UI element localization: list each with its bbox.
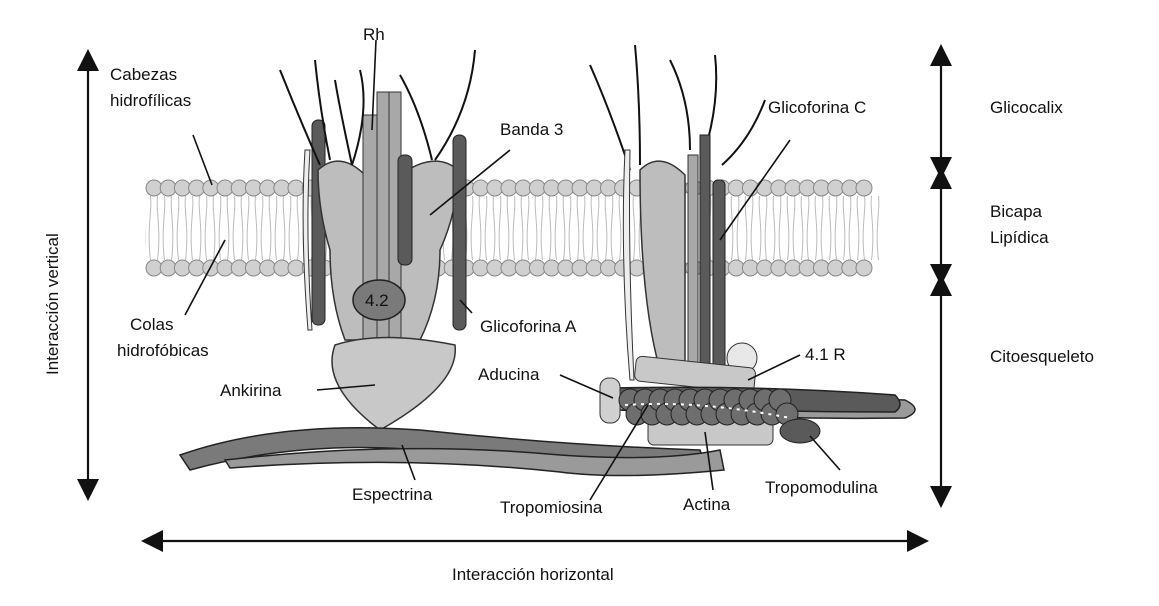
lipid-head <box>173 179 191 197</box>
lipid-head <box>784 259 802 277</box>
lipid-head <box>599 179 617 197</box>
label-citoesqueleto: Citoesqueleto <box>990 347 1094 366</box>
lipid-head <box>159 259 177 277</box>
lipid-head <box>514 179 532 197</box>
label-banda3: Banda 3 <box>500 120 563 139</box>
lipid-head <box>727 259 745 277</box>
lipid-head <box>486 259 504 277</box>
label-interaccion-vertical: Interacción vertical <box>43 233 62 375</box>
label-glicoforina-a: Glicoforina A <box>480 317 577 336</box>
lipid-head <box>812 259 830 277</box>
label-tropomiosina: Tropomiosina <box>500 498 603 517</box>
label-4-1r: 4.1 R <box>805 345 846 364</box>
lipid-head <box>244 179 262 197</box>
lipid-head <box>259 179 277 197</box>
lipid-head <box>841 179 859 197</box>
lipid-head <box>528 259 546 277</box>
label-espectrina: Espectrina <box>352 485 433 504</box>
label-aducina: Aducina <box>478 365 540 384</box>
lipid-head <box>500 259 518 277</box>
lipid-head <box>784 179 802 197</box>
lipid-head <box>756 259 774 277</box>
lipid-head <box>528 179 546 197</box>
lipid-head <box>599 259 617 277</box>
lipid-head <box>230 259 248 277</box>
lipid-head <box>585 179 603 197</box>
lipid-head <box>543 179 561 197</box>
lipid-head <box>827 179 845 197</box>
label-hidrofobicas: hidrofóbicas <box>117 341 209 360</box>
lipid-head <box>770 259 788 277</box>
lipid-head <box>188 259 206 277</box>
lipid-head <box>230 179 248 197</box>
lipid-head <box>841 259 859 277</box>
lipid-head <box>557 259 575 277</box>
tropomyosin <box>624 402 791 419</box>
lipid-head <box>472 179 490 197</box>
label-ankirina: Ankirina <box>220 381 282 400</box>
label-glicoforina-c: Glicoforina C <box>768 98 866 117</box>
lipid-head <box>514 259 532 277</box>
lipid-head <box>159 179 177 197</box>
lipid-head <box>557 179 575 197</box>
lipid-head <box>472 259 490 277</box>
label-colas: Colas <box>130 315 173 334</box>
lipid-head <box>798 259 816 277</box>
lipid-head <box>273 179 291 197</box>
label-cabezas: Cabezas <box>110 65 177 84</box>
label-hidrofilicas: hidrofílicas <box>110 91 191 110</box>
lipid-head <box>287 259 305 277</box>
lipid-head <box>173 259 191 277</box>
lipid-head <box>287 179 305 197</box>
lipid-head <box>216 259 234 277</box>
label-4-2: 4.2 <box>365 291 389 310</box>
lipid-bilayer <box>145 179 880 277</box>
lipid-head <box>145 179 163 197</box>
lipid-head <box>756 179 774 197</box>
spectrin <box>178 377 916 477</box>
lipid-head <box>543 259 561 277</box>
label-bicapa: Bicapa <box>990 202 1043 221</box>
lipid-head <box>585 259 603 277</box>
lipid-head <box>259 259 277 277</box>
leader-lines <box>184 39 841 501</box>
lipid-head <box>500 179 518 197</box>
lipid-head <box>216 179 234 197</box>
glycocalyx-chains <box>279 44 766 171</box>
label-tropomodulina: Tropomodulina <box>765 478 878 497</box>
lipid-head <box>571 259 589 277</box>
lipid-head <box>855 179 873 197</box>
lipid-head <box>855 259 873 277</box>
lipid-head <box>827 259 845 277</box>
lipid-head <box>770 179 788 197</box>
lipid-head <box>741 259 759 277</box>
lipid-head <box>188 179 206 197</box>
lipid-head <box>145 259 163 277</box>
lipid-head <box>727 179 745 197</box>
lipid-head <box>812 179 830 197</box>
actin-filament <box>618 388 799 426</box>
label-rh: Rh <box>363 25 385 44</box>
lipid-head <box>244 259 262 277</box>
label-glicocalix: Glicocalix <box>990 98 1063 117</box>
band3-complex <box>302 91 467 431</box>
lipid-head <box>798 179 816 197</box>
lipid-head <box>486 179 504 197</box>
label-interaccion-horizontal: Interacción horizontal <box>452 565 614 584</box>
lipid-head <box>273 259 291 277</box>
label-actina: Actina <box>683 495 731 514</box>
label-lipidica: Lipídica <box>990 228 1049 247</box>
lipid-head <box>571 179 589 197</box>
